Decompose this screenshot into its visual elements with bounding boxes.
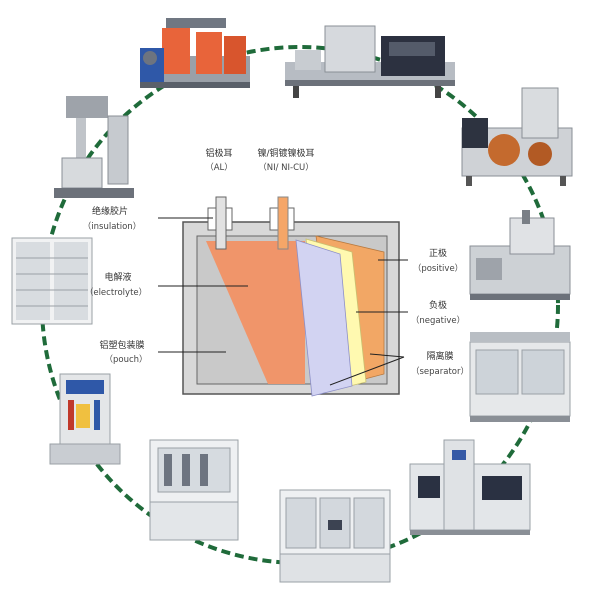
separator-sheet: [295, 239, 353, 397]
winding-machine-icon: [469, 210, 571, 300]
stacking-machine-icon: [469, 332, 571, 422]
label-insulation-en: （insulation）: [83, 221, 141, 232]
label-negative-cn: 负极: [429, 299, 447, 311]
label-separator-en: （separator）: [411, 366, 469, 377]
label-electrolyte-en: （electrolyte）: [85, 287, 147, 298]
label-tab-al-en: （AL）: [205, 162, 233, 173]
label-pouch-en: （pouch）: [104, 354, 147, 365]
formation-cabinet-icon: [11, 237, 93, 325]
label-electrolyte-cn: 电解液: [104, 271, 131, 283]
label-tab-al-cn: 铝极耳: [205, 147, 232, 159]
slitting-machine-icon: [285, 25, 455, 98]
electrolyte-filling-machine-icon: [149, 439, 239, 541]
leader-separator-1: [329, 356, 405, 386]
leader-separator-2: [369, 353, 405, 358]
mixer-machine-icon: [54, 96, 134, 198]
electrolyte-region: [206, 241, 305, 384]
tab-al: [215, 196, 227, 250]
label-insulation-cn: 绝缘胶片: [92, 205, 128, 217]
label-tab-ni-cn: 镍/铜镀镍极耳: [257, 147, 314, 159]
label-tab-ni-en: （NI/ NI-CU）: [258, 162, 314, 173]
calendering-machine-icon: [461, 87, 573, 186]
process-ring: [40, 45, 560, 565]
label-separator-cn: 隔离膜: [426, 350, 453, 362]
tester-machine-icon: [49, 373, 121, 465]
tab-ni: [277, 196, 289, 250]
assembly-line-icon: [409, 439, 531, 535]
label-positive-en: （positive）: [413, 263, 463, 274]
label-pouch-cn: 铝塑包装膜: [99, 339, 144, 351]
label-positive-cn: 正极: [429, 247, 447, 259]
packaging-machine-icon: [279, 489, 391, 583]
coating-machine-icon: [140, 18, 250, 88]
label-negative-en: （negative）: [411, 315, 465, 326]
